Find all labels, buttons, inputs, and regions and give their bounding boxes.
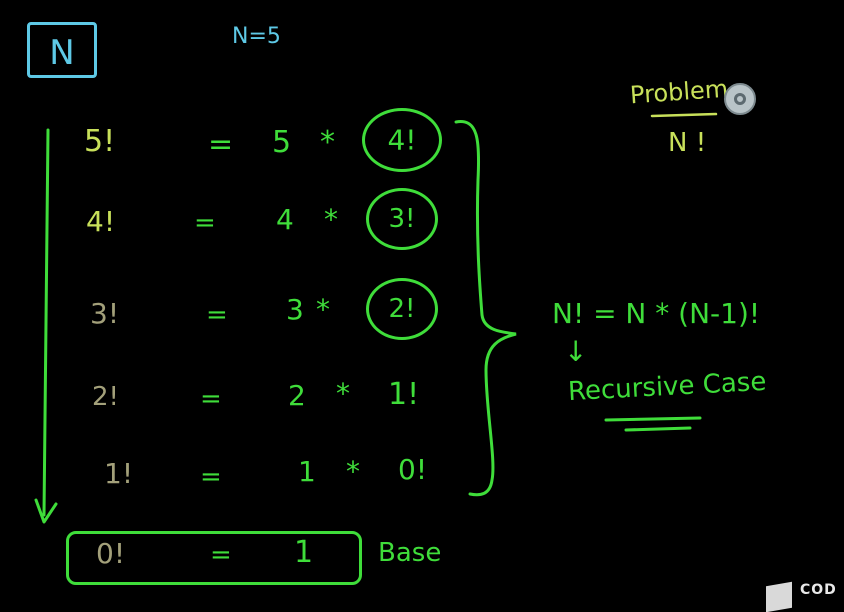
row-fact: 4!: [387, 123, 417, 157]
row-op: *: [346, 455, 360, 488]
row-fact-circle: 3!: [366, 188, 438, 250]
n-equals-5: N=5: [232, 24, 281, 49]
row-fact-circle: 4!: [362, 108, 442, 172]
row-lhs: 5!: [84, 124, 116, 159]
recurrence-arrow: ↓: [564, 335, 588, 368]
row-op: *: [336, 377, 350, 410]
recursive-underline-1: [604, 416, 702, 422]
row-eq: =: [208, 127, 234, 162]
down-arrow-shaft: [42, 128, 50, 517]
settings-gear-icon[interactable]: [724, 83, 756, 115]
row-fact: 3!: [388, 204, 416, 234]
row-eq: =: [200, 462, 222, 492]
recurrence-formula: N! = N * (N-1)!: [552, 297, 761, 330]
row-eq: =: [194, 208, 216, 238]
problem-title: Problem: [629, 74, 729, 110]
row-eq: =: [200, 384, 222, 414]
row-eq: =: [206, 300, 228, 330]
row-num: 2: [288, 379, 306, 412]
logo-cube-icon: [766, 581, 792, 612]
row-num: 4: [276, 203, 294, 236]
coding-blocks-logo: COD: [766, 580, 844, 612]
variable-n-label: N: [49, 33, 75, 73]
row-op: *: [320, 125, 335, 160]
row-fact: 0!: [398, 453, 428, 486]
down-arrow-head: [34, 498, 58, 524]
right-brace: [454, 120, 517, 497]
row-fact: 2!: [388, 294, 416, 324]
row-op: *: [316, 293, 330, 326]
row-fact: 1!: [388, 377, 420, 412]
row-lhs: 3!: [90, 297, 120, 330]
row-fact-circle: 2!: [366, 278, 438, 340]
logo-text: COD: [800, 582, 837, 598]
recursive-underline-2: [624, 426, 692, 432]
base-case-box: [66, 531, 362, 585]
row-lhs: 4!: [86, 205, 116, 238]
problem-expr: N !: [668, 128, 707, 158]
row-num: 5: [272, 125, 292, 160]
row-lhs: 1!: [104, 457, 134, 490]
base-rhs: 1: [294, 535, 314, 570]
base-lhs: 0!: [96, 537, 126, 570]
base-eq: =: [210, 540, 232, 570]
row-num: 3: [286, 293, 304, 326]
base-label: Base: [378, 538, 442, 568]
row-lhs: 2!: [92, 382, 119, 412]
row-op: *: [324, 203, 338, 236]
variable-n-box: N: [27, 22, 97, 78]
problem-underline: [650, 112, 718, 118]
row-num: 1: [298, 455, 316, 488]
